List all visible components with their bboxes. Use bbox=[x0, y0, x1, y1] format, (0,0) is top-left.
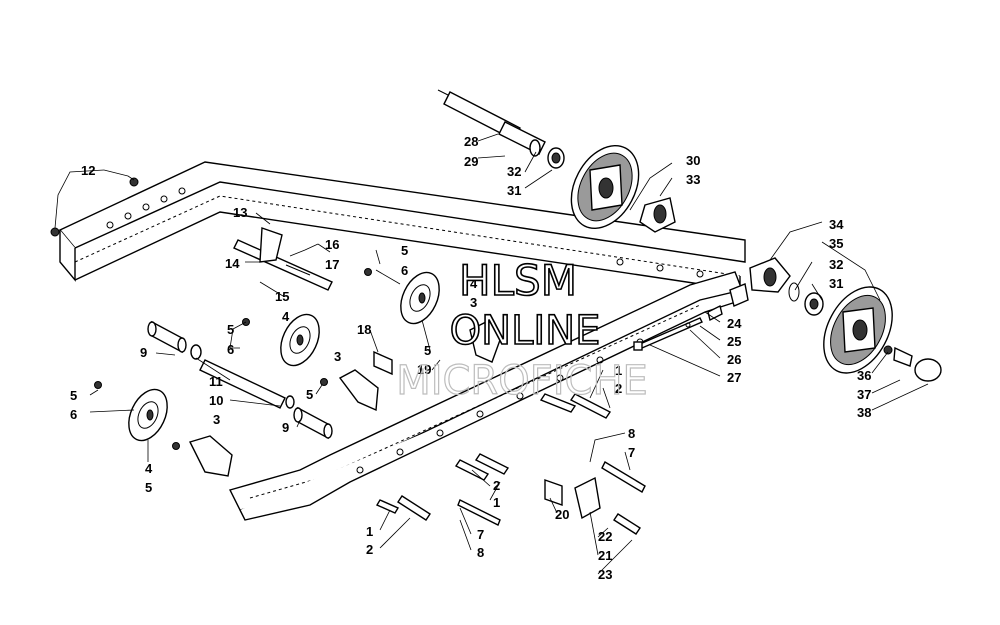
wheel-4-upper bbox=[280, 313, 320, 367]
callout-29: 29 bbox=[464, 154, 478, 169]
callout-3: 3 bbox=[334, 349, 341, 364]
spacer-hub-33 bbox=[639, 197, 676, 233]
callout-21: 21 bbox=[598, 548, 612, 563]
callout-5: 5 bbox=[145, 480, 152, 495]
callout-6: 6 bbox=[401, 263, 408, 278]
axle-upper bbox=[437, 89, 565, 169]
callout-5: 5 bbox=[306, 387, 313, 402]
callout-25: 25 bbox=[727, 334, 741, 349]
callout-20: 20 bbox=[555, 507, 569, 522]
bearing-31-right bbox=[788, 282, 824, 316]
callout-3: 3 bbox=[213, 412, 220, 427]
callout-5: 5 bbox=[70, 388, 77, 403]
callout-19: 19 bbox=[417, 362, 431, 377]
callout-7: 7 bbox=[628, 445, 635, 460]
hub-34 bbox=[749, 257, 791, 293]
cap-38 bbox=[883, 345, 942, 382]
watermark: HLSM ONLINE MICROFICHE bbox=[396, 255, 649, 404]
watermark-line-1: HLSM bbox=[459, 256, 577, 305]
callout-38: 38 bbox=[857, 405, 871, 420]
bracket-3-a bbox=[338, 369, 379, 412]
watermark-line-3: MICROFICHE bbox=[396, 358, 648, 404]
slide-rail-right bbox=[228, 271, 749, 521]
callout-6: 6 bbox=[70, 407, 77, 422]
bolt-27 bbox=[633, 304, 723, 351]
shaft-11 bbox=[199, 359, 295, 409]
leader-lines bbox=[54, 133, 929, 575]
callout-labels: 12 13 14 15 16 17 9 5 6 4 11 10 3 5 6 3 … bbox=[70, 134, 871, 582]
wheel-4-lower bbox=[128, 388, 168, 442]
callout-2: 2 bbox=[615, 381, 622, 396]
callout-26: 26 bbox=[727, 352, 741, 367]
callout-2: 2 bbox=[366, 542, 373, 557]
callout-11: 11 bbox=[209, 374, 223, 389]
callout-31: 31 bbox=[829, 276, 843, 291]
callout-8: 8 bbox=[628, 426, 635, 441]
callout-4: 4 bbox=[145, 461, 153, 476]
callout-24: 24 bbox=[727, 316, 742, 331]
callout-13: 13 bbox=[233, 205, 247, 220]
spacer-20-bracket-21 bbox=[544, 476, 601, 520]
bracket-3-c bbox=[469, 319, 501, 363]
nuts bbox=[50, 177, 372, 450]
callout-4: 4 bbox=[470, 276, 478, 291]
callout-34: 34 bbox=[829, 217, 844, 232]
wheel-4-center bbox=[400, 271, 440, 325]
callout-12: 12 bbox=[81, 163, 95, 178]
callout-18: 18 bbox=[357, 322, 371, 337]
watermark-line-2: ONLINE bbox=[450, 308, 601, 354]
callout-9: 9 bbox=[282, 420, 289, 435]
callout-4: 4 bbox=[282, 309, 290, 324]
callout-14: 14 bbox=[225, 256, 240, 271]
callout-33: 33 bbox=[686, 172, 700, 187]
callout-31: 31 bbox=[507, 183, 521, 198]
callout-5: 5 bbox=[227, 322, 234, 337]
callout-37: 37 bbox=[857, 387, 871, 402]
callout-16: 16 bbox=[325, 237, 339, 252]
callout-8: 8 bbox=[477, 545, 484, 560]
callout-5: 5 bbox=[401, 243, 408, 258]
spacer-9-lower bbox=[293, 406, 333, 440]
callout-35: 35 bbox=[829, 236, 843, 251]
callout-2: 2 bbox=[493, 478, 500, 493]
callout-7: 7 bbox=[477, 527, 484, 542]
callout-15: 15 bbox=[275, 289, 289, 304]
callout-28: 28 bbox=[464, 134, 478, 149]
callout-1: 1 bbox=[615, 363, 622, 378]
callout-32: 32 bbox=[507, 164, 521, 179]
callout-1: 1 bbox=[493, 495, 500, 510]
shaft-16 bbox=[233, 227, 333, 291]
callout-17: 17 bbox=[325, 257, 339, 272]
idler-wheel-upper bbox=[570, 144, 640, 230]
callout-10: 10 bbox=[209, 393, 223, 408]
washer-10 bbox=[190, 344, 202, 360]
callout-32: 32 bbox=[829, 257, 843, 272]
spacer-18 bbox=[373, 350, 393, 376]
callout-1: 1 bbox=[366, 524, 373, 539]
callout-9: 9 bbox=[140, 345, 147, 360]
callout-3: 3 bbox=[470, 295, 477, 310]
callout-5: 5 bbox=[424, 343, 431, 358]
callout-36: 36 bbox=[857, 368, 871, 383]
bolts-lower bbox=[375, 393, 646, 535]
callout-27: 27 bbox=[727, 370, 741, 385]
callout-30: 30 bbox=[686, 153, 700, 168]
callout-23: 23 bbox=[598, 567, 612, 582]
callout-6: 6 bbox=[227, 342, 234, 357]
spacer-9-upper bbox=[147, 320, 187, 354]
idler-wheel-right bbox=[823, 286, 893, 374]
callout-22: 22 bbox=[598, 529, 612, 544]
bracket-3-b bbox=[189, 435, 233, 477]
